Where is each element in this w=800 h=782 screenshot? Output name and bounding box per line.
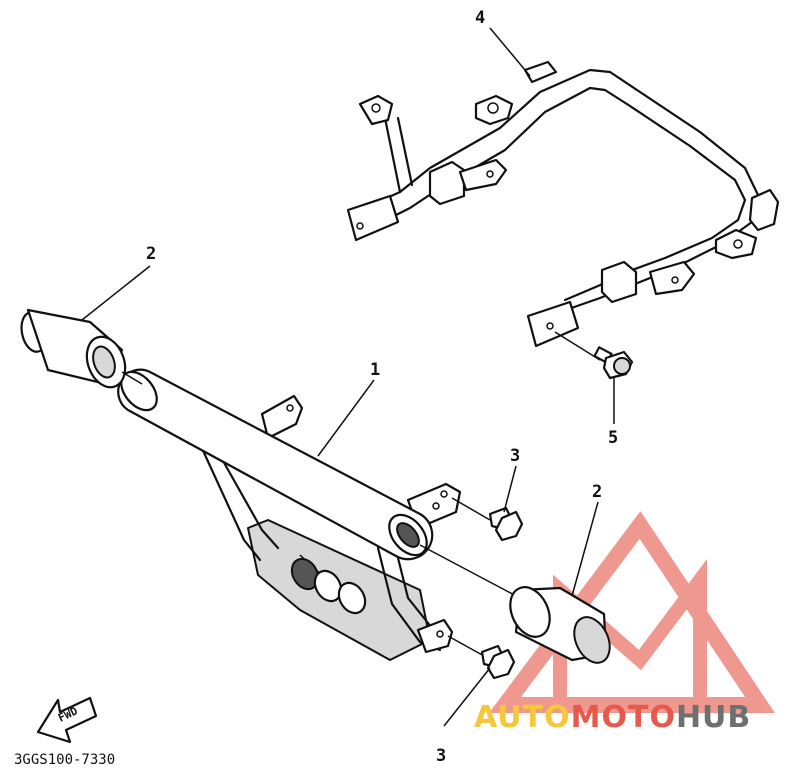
callout-3-upper: 3 (510, 446, 521, 466)
part-5-bolt (593, 346, 634, 380)
watermark-text-moto: MOTO (570, 700, 676, 735)
callout-5: 5 (608, 428, 619, 448)
watermark-text-auto: AUTO (474, 700, 571, 735)
callout-1: 1 (370, 360, 381, 380)
part-1-crash-bar (117, 368, 462, 661)
callout-4: 4 (475, 8, 486, 28)
part-3-bolt-upper (451, 497, 524, 542)
part-4-upper-frame (346, 60, 780, 361)
watermark-text: AUTOMOTOHUB (474, 700, 751, 735)
fwd-arrow-icon (36, 696, 98, 744)
callout-2-right: 2 (592, 482, 603, 502)
part-code: 3GGS100-7330 (14, 752, 116, 768)
callout-2-left: 2 (146, 244, 157, 264)
callout-3-lower: 3 (436, 746, 447, 766)
watermark-text-hub: HUB (675, 700, 752, 735)
part-3-bolt-lower (447, 635, 516, 680)
part-2-end-cap-right (419, 544, 611, 664)
leader-lines (81, 27, 615, 727)
part-2-end-cap-left (20, 308, 143, 389)
